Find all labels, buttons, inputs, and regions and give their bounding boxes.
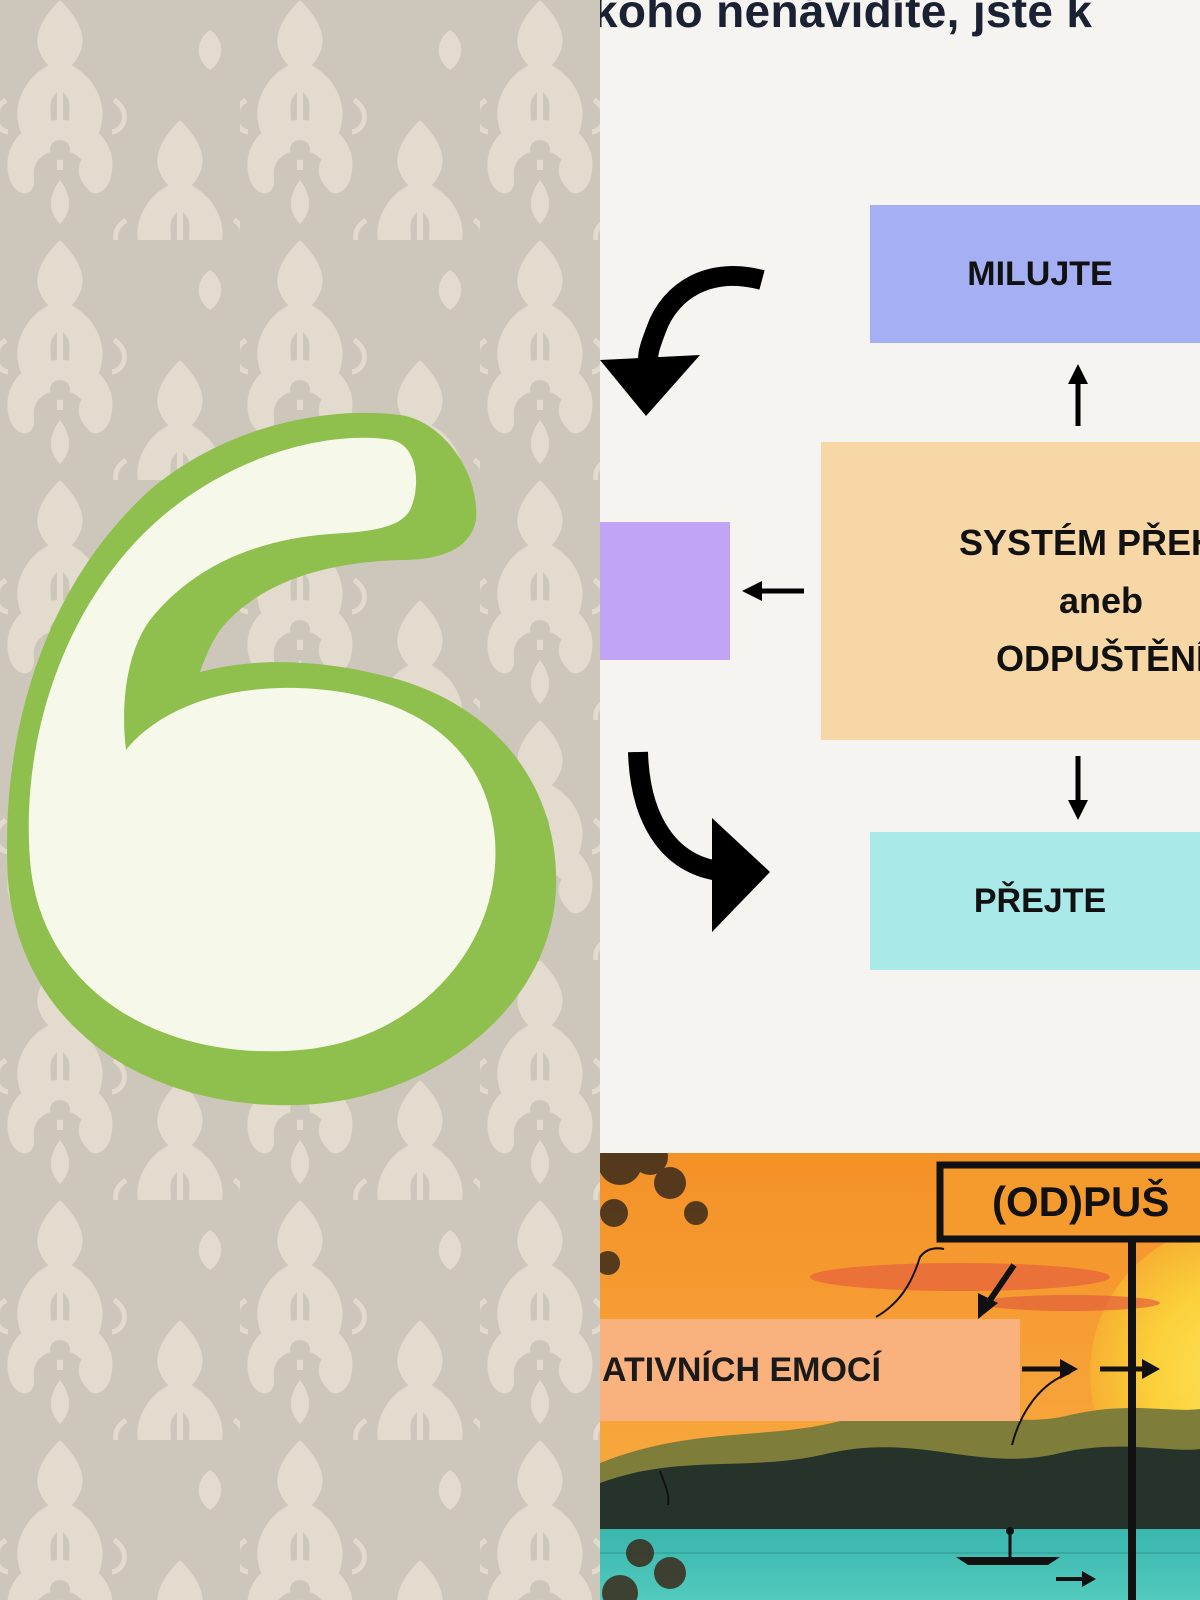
arrow-down-icon: [1068, 756, 1088, 820]
system-box: SYSTÉM PŘEHR aneb ODPUŠTĚNÍ: [821, 442, 1200, 740]
arrow-right-1-icon: [1022, 1359, 1078, 1379]
boat-icon: [956, 1527, 1060, 1565]
tree-silhouette-icon: [600, 1153, 708, 1600]
milujte-box: MILUJTE: [870, 205, 1200, 343]
arrow-left-icon: [742, 581, 804, 601]
header-partial-text: kohо nenávidíte, jste k: [600, 0, 1093, 37]
system-line-2: aneb: [1058, 580, 1144, 621]
diagram-panel: kohо nenávidíte, jste k MILUJTE: [600, 0, 1200, 1600]
arrow-diagonal-icon: [978, 1263, 1017, 1319]
curved-arrow-top-icon: [600, 266, 765, 416]
sign-label: (OD)PUŠ: [992, 1178, 1170, 1225]
system-line-3: ODPUŠTĚNÍ: [995, 638, 1200, 679]
damask-panel: [0, 0, 600, 1600]
arrow-bottom-icon: [1056, 1571, 1096, 1587]
prejte-label: PŘEJTE: [973, 881, 1107, 920]
arrow-right-2-icon: [1100, 1359, 1160, 1379]
curved-arrow-bottom-icon: [628, 751, 770, 932]
quote-mark-icon: [7, 412, 557, 1106]
system-line-1: SYSTÉM PŘEHR: [958, 522, 1200, 563]
lavender-box: [600, 522, 730, 660]
diagram-arrows: [600, 266, 1088, 932]
arrow-up-icon: [1068, 364, 1088, 426]
milujte-label: MILUJTE: [967, 254, 1113, 293]
emotions-box: ATIVNÍCH EMOCÍ: [600, 1319, 1020, 1421]
prejte-box: PŘEJTE: [870, 832, 1200, 970]
sunset-illustration: (OD)PUŠ ATIVNÍCH EMOCÍ: [600, 1153, 1200, 1600]
